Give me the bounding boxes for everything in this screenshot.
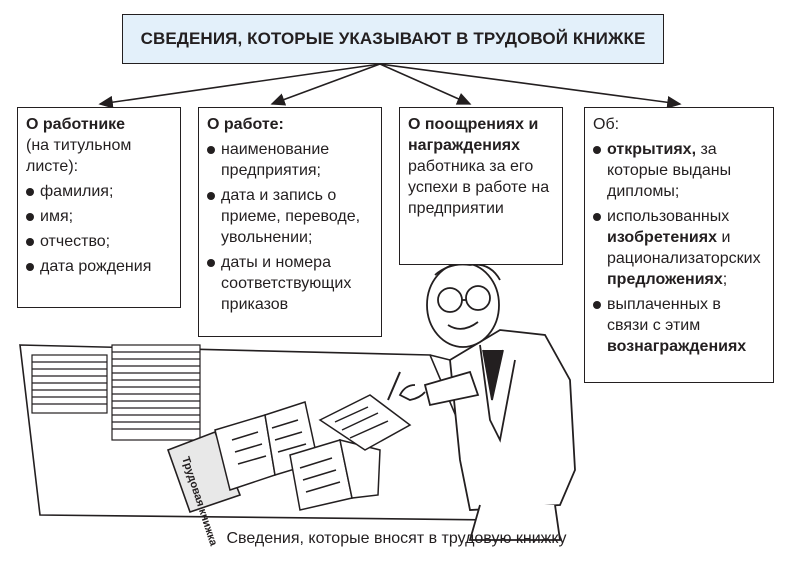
list-item: даты и номера соответствующих приказов <box>207 252 373 315</box>
bullet-icon <box>26 263 34 271</box>
bullet-icon <box>207 192 215 200</box>
bullet-icon <box>26 188 34 196</box>
list-item: дата рождения <box>26 256 172 277</box>
work-heading: О работе: <box>207 116 284 133</box>
open-book-2 <box>289 438 381 511</box>
figure-caption: Сведения, которые вносят в трудовую книж… <box>226 530 567 547</box>
diagram-title: СВЕДЕНИЯ, КОТОРЫЕ УКАЗЫВАЮТ В ТРУДОВОЙ К… <box>140 29 646 48</box>
list-item: наименование предприятия; <box>207 139 373 181</box>
worker-heading: О работнике <box>26 116 126 133</box>
bullet-icon <box>26 238 34 246</box>
bullet-icon <box>593 301 601 309</box>
discovery-lead: Об: <box>593 116 620 133</box>
reward-info-box: О поощрениях и награждениях работника за… <box>399 107 563 265</box>
bullet-icon <box>593 146 601 154</box>
reward-text: работника за его успехи в работе на пред… <box>408 158 550 217</box>
list-item: имя; <box>26 206 172 227</box>
list-item: фамилия; <box>26 181 172 202</box>
paper-stack-middle <box>111 344 201 441</box>
title-box: СВЕДЕНИЯ, КОТОРЫЕ УКАЗЫВАЮТ В ТРУДОВОЙ К… <box>122 14 664 64</box>
bullet-icon <box>207 259 215 267</box>
bullet-icon <box>26 213 34 221</box>
paper-sheet <box>318 394 412 451</box>
arrow-to-worker <box>98 63 381 109</box>
arrow-to-work <box>270 63 381 106</box>
bullet-icon <box>593 213 601 221</box>
list-item: дата и запись о приеме, переводе, увольн… <box>207 185 373 248</box>
list-item: отчество; <box>26 231 172 252</box>
arrow-to-reward <box>379 63 472 105</box>
man-illustration <box>398 262 576 541</box>
worker-info-box: О работнике (на титульном листе): фамили… <box>17 107 181 308</box>
bullet-icon <box>207 146 215 154</box>
worker-subheading: (на титульном листе): <box>26 137 132 175</box>
connector-arrows <box>98 63 682 109</box>
list-item: выплаченных в связи с этим вознаграждени… <box>593 294 765 357</box>
reward-heading: О поощрениях и награждениях <box>408 116 539 154</box>
list-item: использованных изобретениях и рационализ… <box>593 206 765 290</box>
discovery-info-box: Об: открытиях, за которые выданы дипломы… <box>584 107 774 383</box>
list-item: открытиях, за которые выданы дипломы; <box>593 139 765 202</box>
arrow-to-discovery <box>379 63 682 109</box>
paper-stack-left <box>31 354 108 414</box>
pen <box>387 371 401 401</box>
work-info-box: О работе: наименование предприятия; дата… <box>198 107 382 337</box>
